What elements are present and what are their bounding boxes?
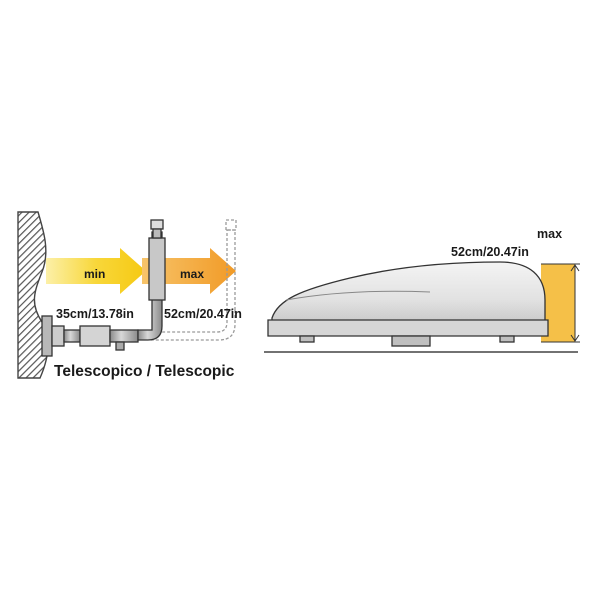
- min-measure-label: 35cm/13.78in: [56, 307, 134, 321]
- box-max-label: max: [537, 227, 562, 241]
- wall-bracket: [41, 315, 139, 357]
- extended-pole-dashed: [150, 219, 237, 341]
- box-max-measure-label: 52cm/20.47in: [451, 245, 529, 259]
- min-arrow-label: min: [84, 267, 105, 281]
- telescopic-pole: [137, 219, 166, 341]
- height-dimension-lines: [541, 263, 580, 343]
- max-arrow-label: max: [180, 267, 204, 281]
- wall-hatch: [17, 211, 49, 379]
- max-measure-label: 52cm/20.47in: [164, 307, 242, 321]
- min-arrow: [46, 248, 146, 294]
- figure-caption: Telescopico / Telescopic: [54, 363, 235, 380]
- roof-box: [267, 261, 549, 347]
